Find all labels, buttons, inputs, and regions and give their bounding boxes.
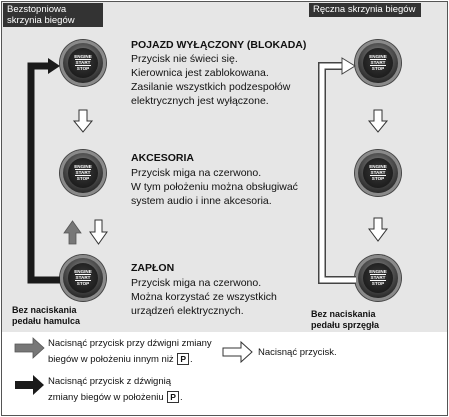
state-title-off: POJAZD WYŁĄCZONY (BLOKADA): [131, 39, 307, 51]
state-text: Kierownica jest zablokowana.: [131, 67, 269, 79]
white-down-arrow: [367, 109, 389, 133]
gray-up-arrow: [63, 220, 82, 245]
state-text: Przycisk miga na czerwono.: [131, 277, 262, 289]
legend-gray-text: Nacisnąć przycisk przy dźwigni zmiany bi…: [48, 338, 212, 365]
state-title-on: ZAPŁON: [131, 262, 175, 274]
legend-black-arrow: [15, 375, 44, 395]
state-text: Przycisk nie świeci się.: [131, 53, 238, 65]
white-down-arrow: [89, 219, 108, 245]
state-text: Zasilanie wszystkich podzespołów: [131, 81, 291, 93]
header-cvt: Bezstopniowa skrzynia biegów: [3, 3, 103, 27]
white-down-arrow: [72, 109, 94, 133]
legend-white-arrow: [222, 340, 253, 364]
state-text: Można korzystać ze wszystkich: [131, 291, 277, 303]
state-title-acc: AKCESORIA: [131, 152, 195, 164]
state-text: system audio i inne akcesoria.: [131, 195, 272, 207]
header-manual: Ręczna skrzynia biegów: [309, 3, 421, 17]
black-loop-arrow: [27, 62, 60, 284]
state-text: urządzeń elektrycznych.: [131, 305, 244, 317]
white-loop-arrow: [318, 62, 356, 284]
state-text: W tym położeniu można obsługiwać: [131, 181, 298, 193]
legend-white-text: Nacisnąć przycisk.: [258, 347, 337, 358]
white-down-arrow: [368, 217, 388, 242]
state-text: Przycisk miga na czerwono.: [131, 167, 262, 179]
white-loop-arrow-head: [341, 57, 356, 75]
legend-black-text: Nacisnąć przycisk z dźwignią zmiany bieg…: [48, 376, 183, 403]
state-text: elektrycznych jest wyłączone.: [131, 95, 269, 107]
black-loop-arrow-head: [48, 58, 60, 74]
legend-gray-arrow: [14, 337, 45, 359]
